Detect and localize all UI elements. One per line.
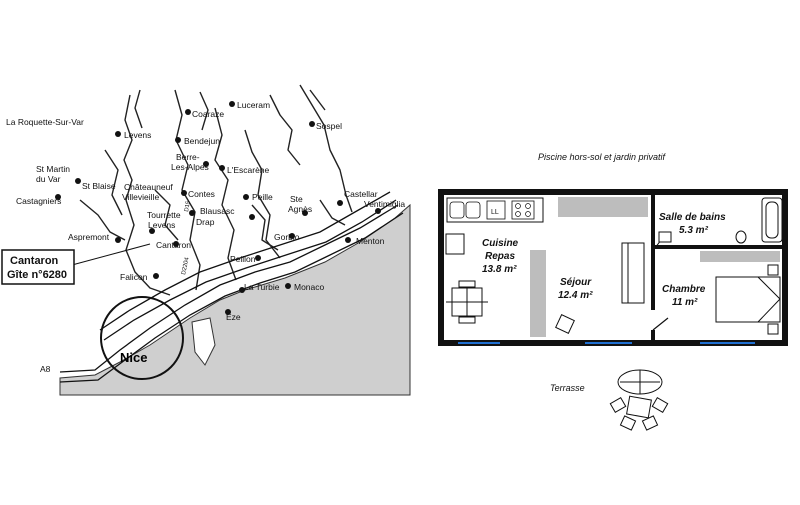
town-label: Luceram [237,100,270,110]
dishwasher [486,200,506,220]
dishwasher-label: LL [491,209,499,216]
cooktop [511,200,535,220]
gite-callout: Cantaron Gîte n°6280 [1,243,151,285]
road-network [79,84,353,296]
room-area-kitchen: 13.8 m² [482,264,517,275]
town-label: St Blaise [82,181,116,191]
sink [449,201,465,219]
town-dots [55,101,381,315]
dining-table [446,280,488,324]
town-label: Tourrette [147,210,181,220]
fridge [445,233,465,255]
town-label: Menton [356,236,385,246]
town-label: Coaraze [192,109,224,119]
partition [530,250,546,337]
town-label: Agnès [288,204,312,214]
bedroom-storage [700,251,780,262]
road-d2204-label: D2204 [181,256,191,275]
cape-shape [191,317,216,366]
town-label: Falicon [120,272,148,282]
room-name-bathroom: Salle de bains [659,212,726,223]
room-name-kitchen: Cuisine [482,238,519,249]
town-label: Drap [196,217,215,227]
town-label: La Turbie [244,282,280,292]
town-label: Châteauneuf [124,182,173,192]
plan-header: Piscine hors-sol et jardin privatif [538,152,667,162]
town-label: Peille [252,192,273,202]
a8-label: A8 [40,364,51,374]
town-label: Aspremont [68,232,110,242]
callout-gite: Gîte n°6280 [7,269,67,281]
armchair [555,314,575,334]
town-label: Gorbio [274,232,300,242]
town-label: Sospel [316,121,342,131]
floor-plan: Piscine hors-sol et jardin privatif LL [438,152,788,431]
town-label: St Martin [36,164,70,174]
room-labels: Cuisine Repas 13.8 m² Séjour 12.4 m² Sal… [482,212,726,308]
road-d15-label: D15 [184,200,192,213]
room-area-living: 12.4 m² [558,290,593,301]
room-area-bathroom: 5.3 m² [679,225,709,236]
town-label: Peillon [230,254,256,264]
town-label: Monaco [294,282,325,292]
interior-walls [651,192,785,343]
room-name-bedroom: Chambre [662,284,706,295]
bathroom-fixtures [658,197,783,244]
town-label: du Var [36,174,61,184]
callout-box [1,249,75,285]
region-map: Nice A8 D2204 D15 [1,84,411,396]
town-label: L'Escarène [227,165,270,175]
terrace-label: Terrasse [550,383,585,393]
washbasin [658,231,672,243]
town-label: Levens [148,220,175,230]
callout-title: Cantaron [10,255,59,267]
nice-circle [100,296,184,380]
terrace-furniture [609,369,669,431]
town-label: Les-Alpes [171,162,209,172]
kitchen-counter: LL [446,197,544,223]
town-label: Contes [188,189,215,199]
town-label: Cantaron [156,240,191,250]
town-label: Ventimiglia [364,199,405,209]
room-name-living: Séjour [560,277,592,288]
room-area-bedroom: 11 m² [672,297,698,308]
nice-label: Nice [120,350,147,365]
town-label: Bendejun [184,136,220,146]
town-labels: La Roquette-Sur-Var Levens Coaraze Lucer… [6,100,405,322]
town-label: Castellar [344,189,378,199]
sink [465,201,481,219]
town-label: Blausasc [200,206,235,216]
bedroom-door [652,317,669,331]
town-label: Castagniers [16,196,61,206]
town-label: Levens [124,130,151,140]
town-label: Berre- [176,152,200,162]
town-label: La Roquette-Sur-Var [6,117,84,127]
terrace-table [626,395,652,419]
room-name-kitchen-2: Repas [485,251,515,262]
town-label: Villevieille [122,192,159,202]
highway-a8 [59,191,404,383]
storage-top [558,197,648,217]
town-label: Ste [290,194,303,204]
town-label: Eze [226,312,241,322]
sofa [621,242,645,304]
bed [715,264,781,335]
toilet [735,230,747,244]
